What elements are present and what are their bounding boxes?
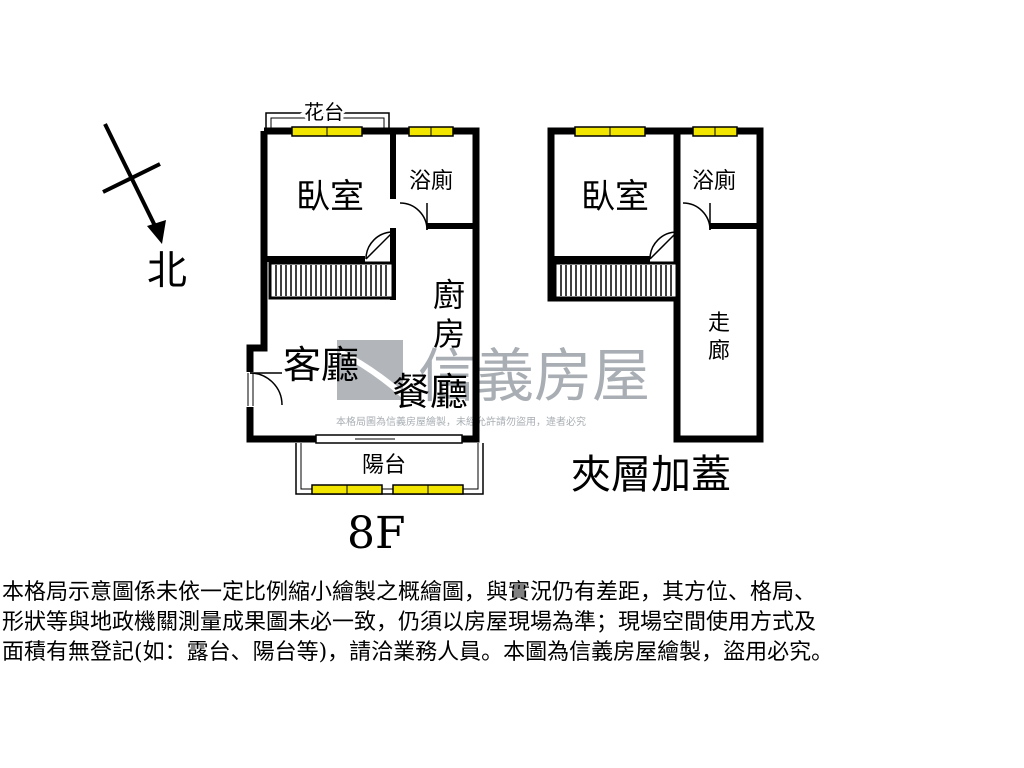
kitchen-label-bottom: 房 <box>433 315 465 353</box>
bath-label: 浴廁 <box>409 169 453 194</box>
balcony-outline <box>295 443 484 495</box>
north-arrow-head <box>147 220 166 244</box>
watermark-logo-swoosh <box>338 349 405 398</box>
floor-8f-title: 8F <box>347 508 406 559</box>
window <box>392 484 464 495</box>
corridor-label-top: 走 <box>708 311 730 336</box>
kitchen-label-top: 廚 <box>433 276 465 314</box>
window <box>692 126 738 137</box>
balcony-label: 陽台 <box>362 453 406 478</box>
floor-8f-plan: 花台 <box>246 97 484 559</box>
mezzanine-bedroom-door <box>649 231 678 260</box>
watermark-brand: 信義房屋 <box>418 342 650 410</box>
north-label: 北 <box>147 248 187 294</box>
watermark-notice: 本格局圖為信義房屋繪製，未經允許請勿盜用，違者必究 <box>336 415 586 428</box>
mezzanine-bath-label: 浴廁 <box>692 169 736 194</box>
entrance-door <box>247 372 283 406</box>
floor-plan-drawing: 北 信義房屋 本格局圖為信義房屋繪製，未經允許請勿盜用，違者必究 花台 <box>102 97 764 559</box>
disclaimer-line: 本格局示意圖係未依一定比例縮小繪製之概繪圖，與實況仍有差距，其方位、格局、 <box>2 580 817 605</box>
watermark: 信義房屋 本格局圖為信義房屋繪製，未經允許請勿盜用，違者必究 <box>336 340 650 428</box>
exterior-wall <box>246 127 480 443</box>
compass-crossbar <box>102 162 161 194</box>
window <box>408 126 454 137</box>
bedroom-door <box>365 231 394 260</box>
mezzanine-plan: 臥室 浴廁 走 廊 夾層加蓋 <box>547 126 764 498</box>
balcony-sliding-door <box>315 434 463 444</box>
mezzanine-bath-door <box>682 202 711 231</box>
corridor-label-bottom: 廊 <box>708 339 730 364</box>
stair-treads <box>275 265 387 296</box>
flower-terrace-label: 花台 <box>304 100 344 124</box>
stair-treads <box>560 265 672 296</box>
living-room-label: 客廳 <box>283 343 359 387</box>
dining-room-label: 餐廳 <box>392 370 468 414</box>
window <box>311 484 383 495</box>
window <box>574 126 646 137</box>
compass: 北 <box>102 123 187 294</box>
disclaimer: 本格局示意圖係未依一定比例縮小繪製之概繪圖，與實況仍有差距，其方位、格局、 形狀… <box>2 578 1022 668</box>
mezzanine-title: 夾層加蓋 <box>571 452 731 498</box>
bath-door <box>399 202 428 231</box>
window <box>291 126 363 137</box>
disclaimer-line: 形狀等與地政機關測量成果圖未必一致，仍須以房屋現場為準；現場空間使用方式及 <box>2 610 817 635</box>
disclaimer-line: 面積有無登記(如：露台、陽台等)，請洽業務人員。本圖為信義房屋繪製，盜用必究。 <box>2 640 834 665</box>
bedroom-label: 臥室 <box>296 177 364 217</box>
mezzanine-bedroom-label: 臥室 <box>581 177 649 217</box>
flower-terrace-outline <box>265 112 390 129</box>
